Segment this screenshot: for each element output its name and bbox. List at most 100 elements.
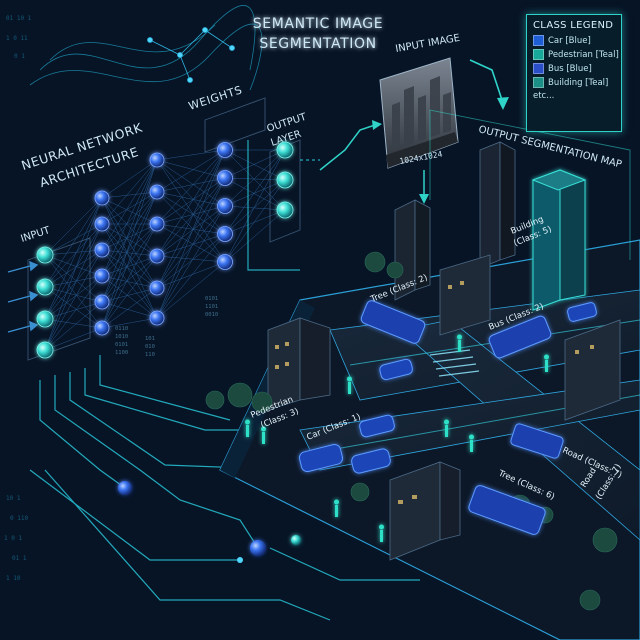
network-node <box>217 170 233 186</box>
network-node <box>36 310 54 328</box>
network-edge <box>101 197 158 225</box>
network-edge <box>156 149 226 257</box>
network-node <box>149 152 165 168</box>
circuit-node <box>291 535 301 545</box>
network-edge <box>156 149 226 289</box>
network-edge <box>101 159 158 225</box>
network-edge <box>156 261 226 289</box>
network-edge <box>101 191 158 329</box>
network-edge <box>156 205 226 225</box>
network-edge <box>44 197 103 288</box>
network-edge <box>101 223 158 329</box>
network-node <box>36 341 54 359</box>
network-edge <box>156 233 226 257</box>
legend-title: CLASS LEGEND <box>533 20 614 31</box>
circuit-node <box>237 557 243 563</box>
network-node <box>276 201 294 219</box>
network-node <box>217 226 233 242</box>
vehicles <box>298 300 597 535</box>
circuit-nodes <box>118 481 301 563</box>
network-edge <box>101 159 158 251</box>
svg-text:1 0 11: 1 0 11 <box>6 35 28 42</box>
network-edge <box>156 205 226 319</box>
input-arrows <box>7 260 39 333</box>
buildings <box>267 141 621 561</box>
svg-text:0101: 0101 <box>205 296 218 302</box>
trees <box>205 251 618 611</box>
svg-text:1100: 1100 <box>115 350 128 356</box>
network-node <box>217 254 233 270</box>
network-edge <box>101 255 158 329</box>
network-edge <box>156 159 226 235</box>
network-edge <box>156 159 226 263</box>
svg-text:101: 101 <box>145 336 155 342</box>
network-edge <box>44 223 103 351</box>
network-node <box>36 246 54 264</box>
legend-label: Pedestrian [Teal] <box>548 49 619 60</box>
network-edge <box>156 159 226 207</box>
legend-swatch <box>533 77 544 88</box>
data-wave-top-left <box>29 5 263 91</box>
network-edge <box>44 249 103 288</box>
legend-rows: Car [Blue] Pedestrian [Teal] Bus [Blue] … <box>533 35 619 88</box>
network-edge <box>224 205 286 211</box>
network-edge <box>101 223 158 277</box>
class-legend: CLASS LEGEND Car [Blue] Pedestrian [Teal… <box>526 14 622 132</box>
network-edge <box>101 159 158 277</box>
pedestrians <box>245 334 549 542</box>
network-edge <box>101 255 158 277</box>
network-edge <box>44 197 103 351</box>
network-edge <box>156 261 226 319</box>
legend-swatch <box>533 35 544 46</box>
svg-text:010: 010 <box>145 344 155 350</box>
network-edge <box>224 149 286 207</box>
building-left-side <box>299 317 331 401</box>
network-panel-frames <box>27 97 301 361</box>
output-layer-label-1: OUTPUT <box>266 112 309 135</box>
network-edge <box>101 249 158 319</box>
network-edge <box>44 254 103 329</box>
building-windows <box>275 281 594 504</box>
network-edge <box>44 223 103 320</box>
network-edge <box>44 249 103 351</box>
network-edge <box>101 159 158 303</box>
legend-label: Car [Blue] <box>548 35 591 46</box>
svg-text:0 1: 0 1 <box>14 53 25 60</box>
legend-swatch <box>533 63 544 74</box>
network-edge <box>101 197 158 289</box>
network-edge <box>224 179 286 235</box>
network-edge <box>44 223 103 256</box>
network-edge <box>101 287 158 329</box>
network-edge <box>224 177 286 211</box>
network-edge <box>101 317 158 329</box>
bus-segment <box>360 300 564 535</box>
main-title: SEMANTIC IMAGE SEGMENTATION <box>253 16 383 52</box>
title-line-1: SEMANTIC IMAGE <box>253 16 383 32</box>
network-edge <box>156 177 226 319</box>
network-edge <box>156 149 226 319</box>
svg-text:1 0 1: 1 0 1 <box>4 535 22 542</box>
network-node <box>217 142 233 158</box>
legend-swatch <box>533 49 544 60</box>
network-edge <box>224 177 286 181</box>
svg-text:1010: 1010 <box>115 334 128 340</box>
building-right <box>564 319 621 421</box>
svg-text:1 10: 1 10 <box>6 575 21 582</box>
network-edge <box>156 223 226 235</box>
network-edge <box>156 177 226 225</box>
network-edge <box>101 191 158 225</box>
network-edge <box>101 223 158 303</box>
network-edge <box>224 179 286 207</box>
network-edge <box>44 286 103 329</box>
network-edge <box>101 249 158 257</box>
network-edge <box>101 223 158 257</box>
arrow-head <box>372 120 382 130</box>
building-tower-side <box>499 141 516 261</box>
arrow-to-input-image <box>319 124 376 171</box>
network-edge <box>156 233 226 319</box>
network-edge <box>101 197 158 319</box>
network-edge <box>101 275 158 319</box>
network-edge <box>44 197 103 320</box>
network-node <box>149 248 165 264</box>
